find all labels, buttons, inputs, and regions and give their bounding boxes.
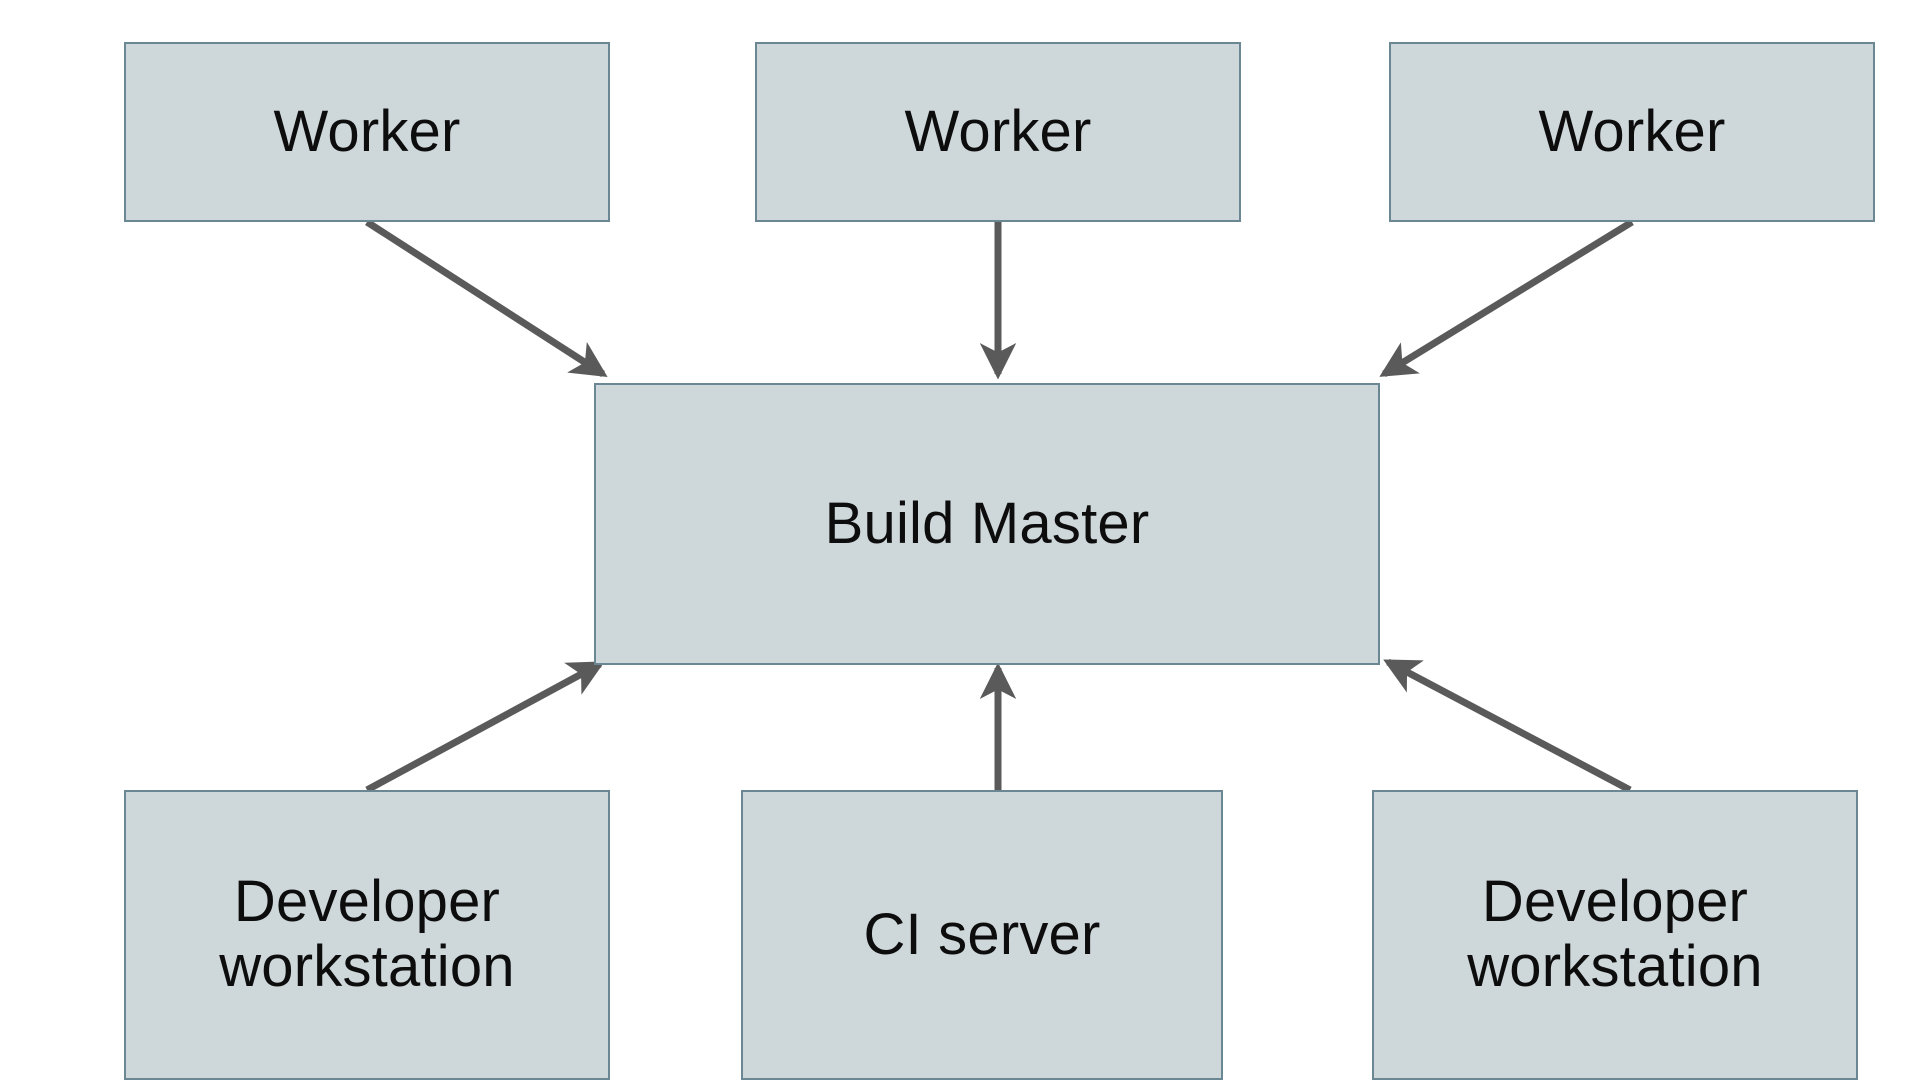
- node-build-master[interactable]: Build Master: [594, 383, 1380, 665]
- edge-worker-1-to-build-master: [365, 219, 608, 377]
- edge-dev-ws-1-to-build-master: [365, 660, 605, 794]
- node-ci-server[interactable]: CI server: [741, 790, 1223, 1080]
- node-label: Worker: [273, 98, 461, 164]
- node-label: Worker: [904, 98, 1092, 164]
- node-label: Build Master: [824, 490, 1150, 556]
- node-worker-3[interactable]: Worker: [1389, 42, 1875, 222]
- node-developer-workstation-2[interactable]: Developer workstation: [1372, 790, 1858, 1080]
- node-worker-1[interactable]: Worker: [124, 42, 610, 222]
- node-worker-2[interactable]: Worker: [755, 42, 1241, 222]
- edge-worker-3-to-build-master: [1379, 219, 1634, 377]
- node-label: Developer workstation: [219, 869, 515, 999]
- node-label: CI server: [863, 901, 1101, 967]
- node-label: Developer workstation: [1467, 869, 1763, 999]
- node-developer-workstation-1[interactable]: Developer workstation: [124, 790, 610, 1080]
- node-label: Worker: [1538, 98, 1726, 164]
- edge-dev-ws-2-to-build-master: [1383, 658, 1632, 794]
